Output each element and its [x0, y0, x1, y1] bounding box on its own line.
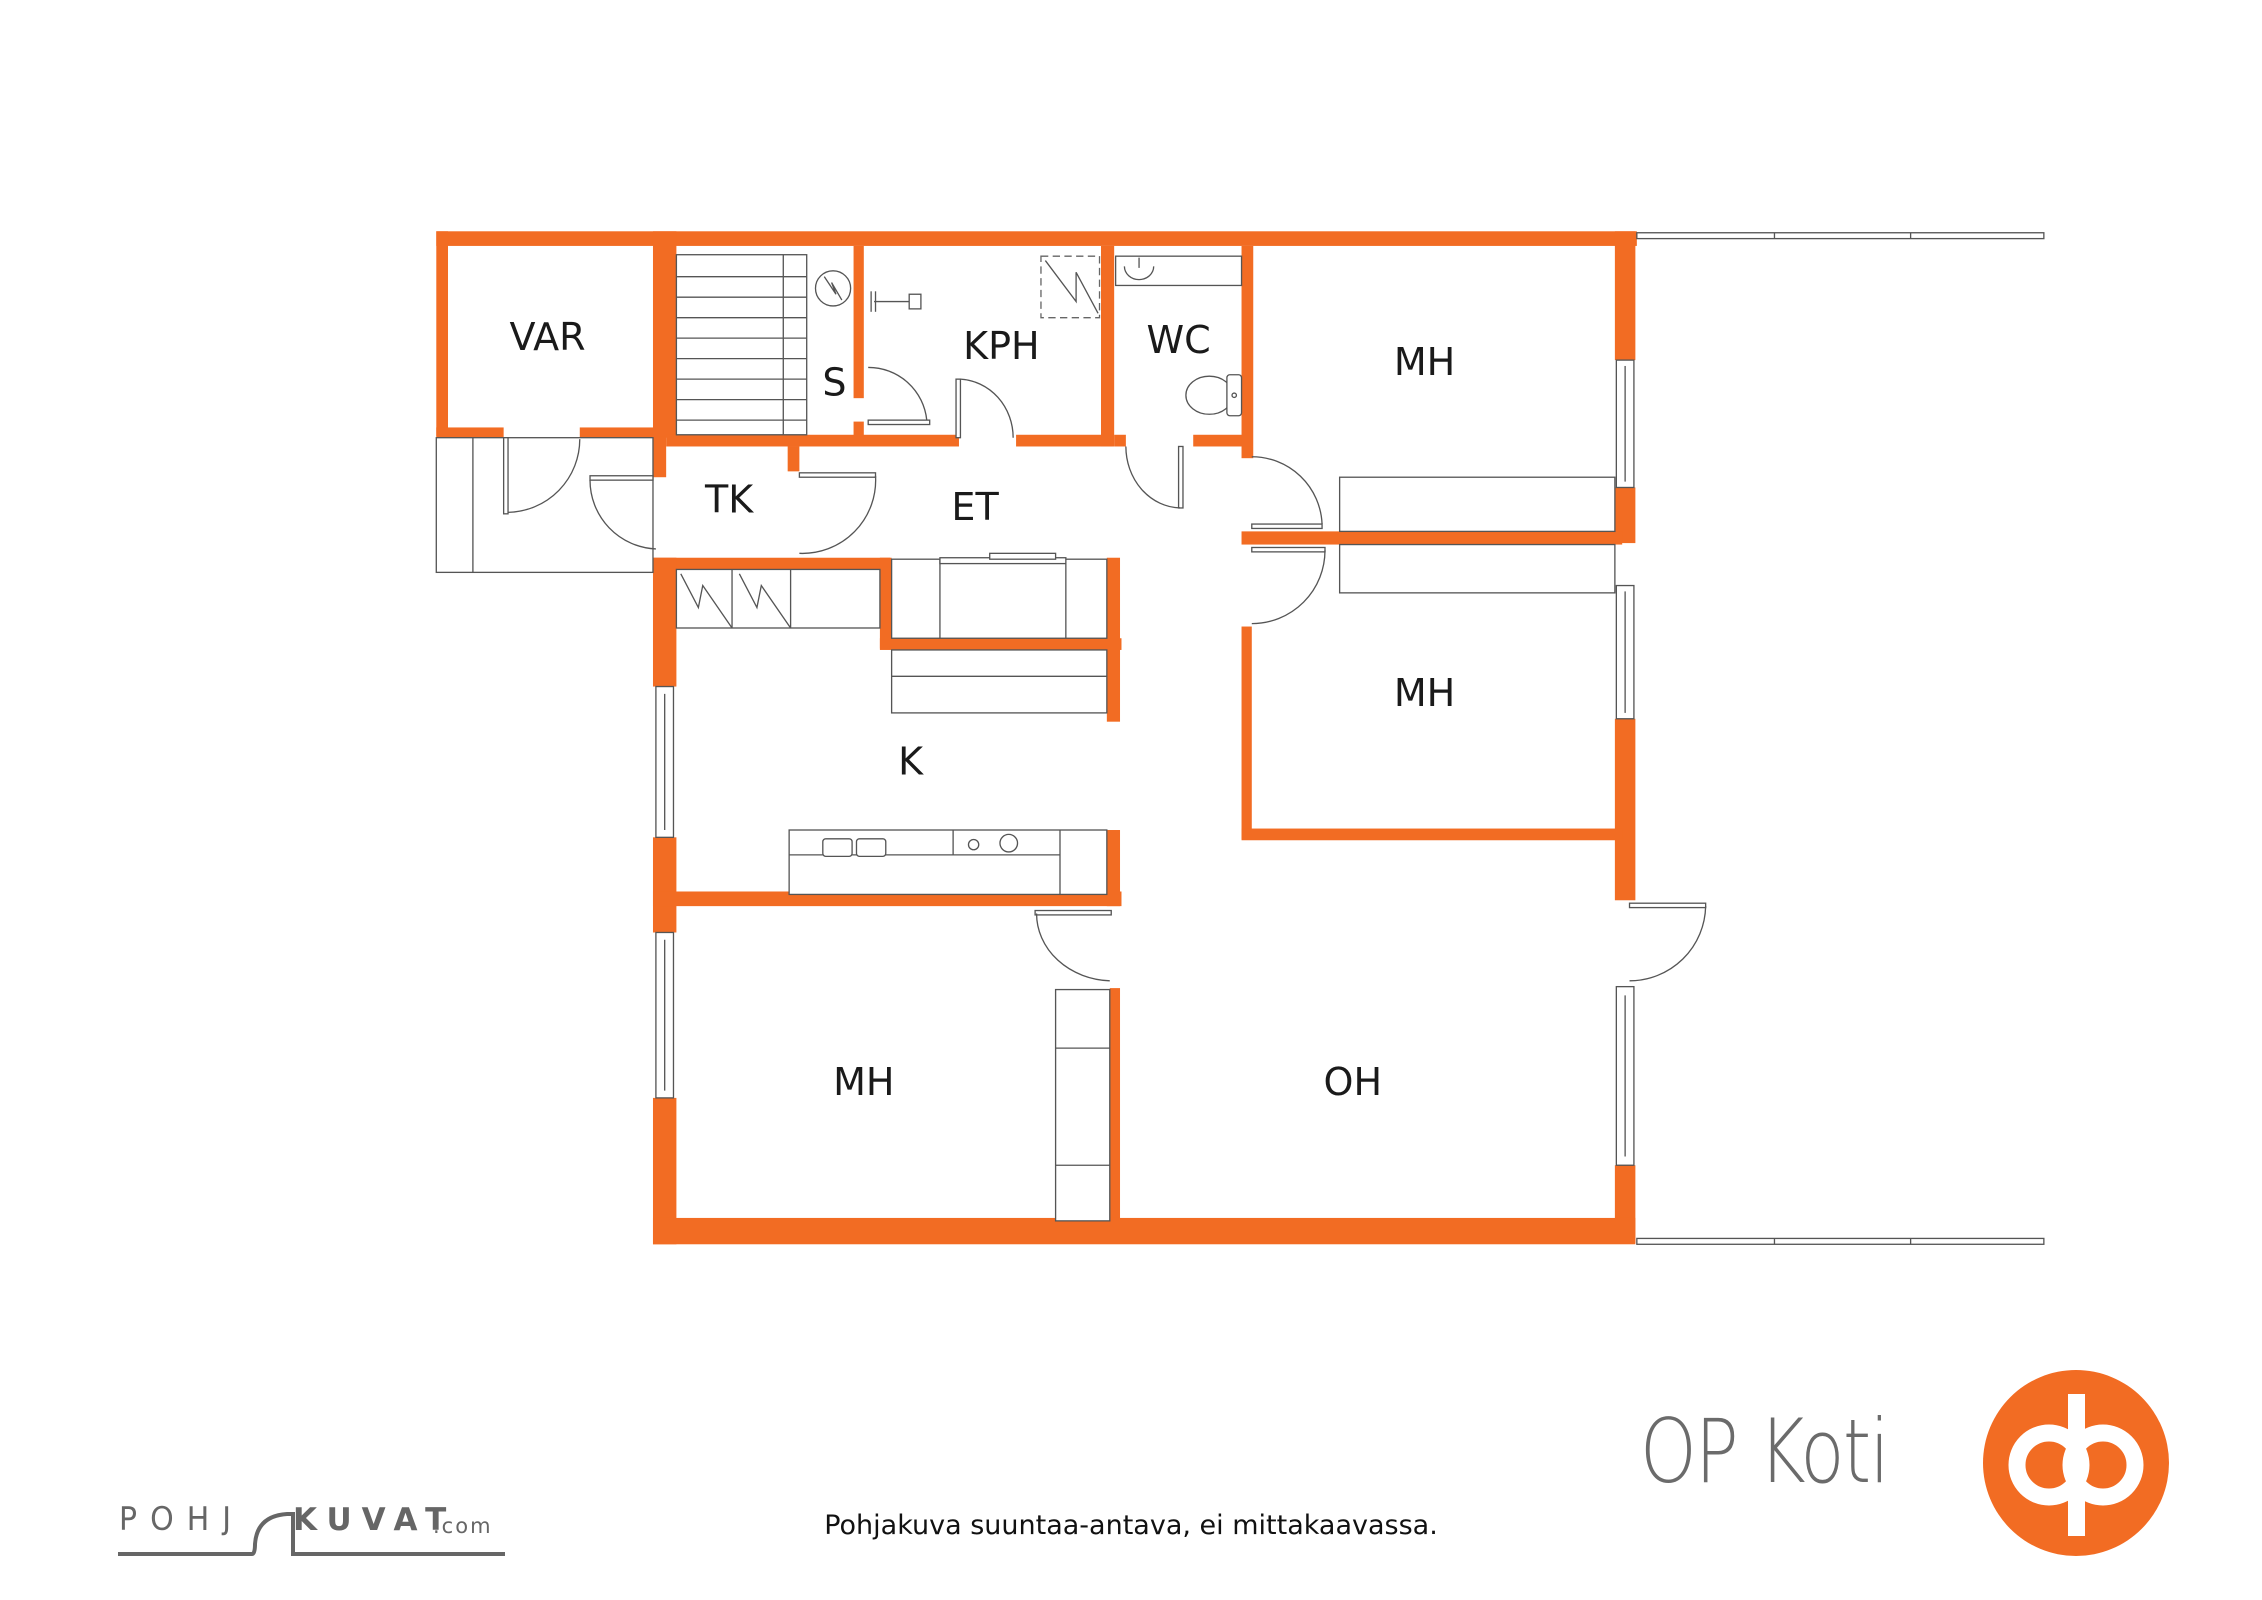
disclaimer-caption: Pohjakuva suuntaa-antava, ei mittakaavas…: [824, 1510, 1438, 1541]
doors: [502, 366, 1707, 982]
op-logo-icon: [1983, 1370, 2169, 1556]
room-label-s: S: [822, 360, 846, 404]
pohjakuvat-logo-bold-text: KUVAT: [293, 1502, 457, 1538]
room-label-wc: WC: [1146, 318, 1210, 362]
room-label-et: ET: [951, 485, 999, 529]
room-labels: VAR S KPH WC MH TK ET MH K MH OH: [510, 315, 1456, 1104]
pohjakuvat-logo-domain: .com: [433, 1514, 493, 1538]
room-label-k: K: [898, 740, 924, 784]
balcony-rails: [1636, 232, 2045, 1245]
staircase: [675, 254, 808, 436]
windows: [655, 359, 1635, 1166]
op-koti-brand-text: OP Koti: [1640, 1400, 1890, 1503]
room-label-mh-bottom: MH: [833, 1060, 894, 1104]
room-label-oh: OH: [1324, 1060, 1383, 1104]
walls: [436, 231, 1637, 1245]
fixtures: [675, 255, 1616, 1222]
room-label-mh-middle: MH: [1394, 671, 1455, 715]
pohjakuvat-logo: POHJ KUVAT .com: [115, 1500, 515, 1560]
pohjakuvat-logo-line: [118, 1512, 505, 1556]
pohjakuvat-logo-outline-text: POHJ: [118, 1501, 245, 1538]
room-label-kph: KPH: [963, 324, 1040, 368]
entry-porch: [435, 437, 654, 574]
room-label-tk: TK: [704, 478, 754, 522]
room-label-var: VAR: [510, 315, 586, 359]
room-label-mh-top: MH: [1394, 340, 1455, 384]
